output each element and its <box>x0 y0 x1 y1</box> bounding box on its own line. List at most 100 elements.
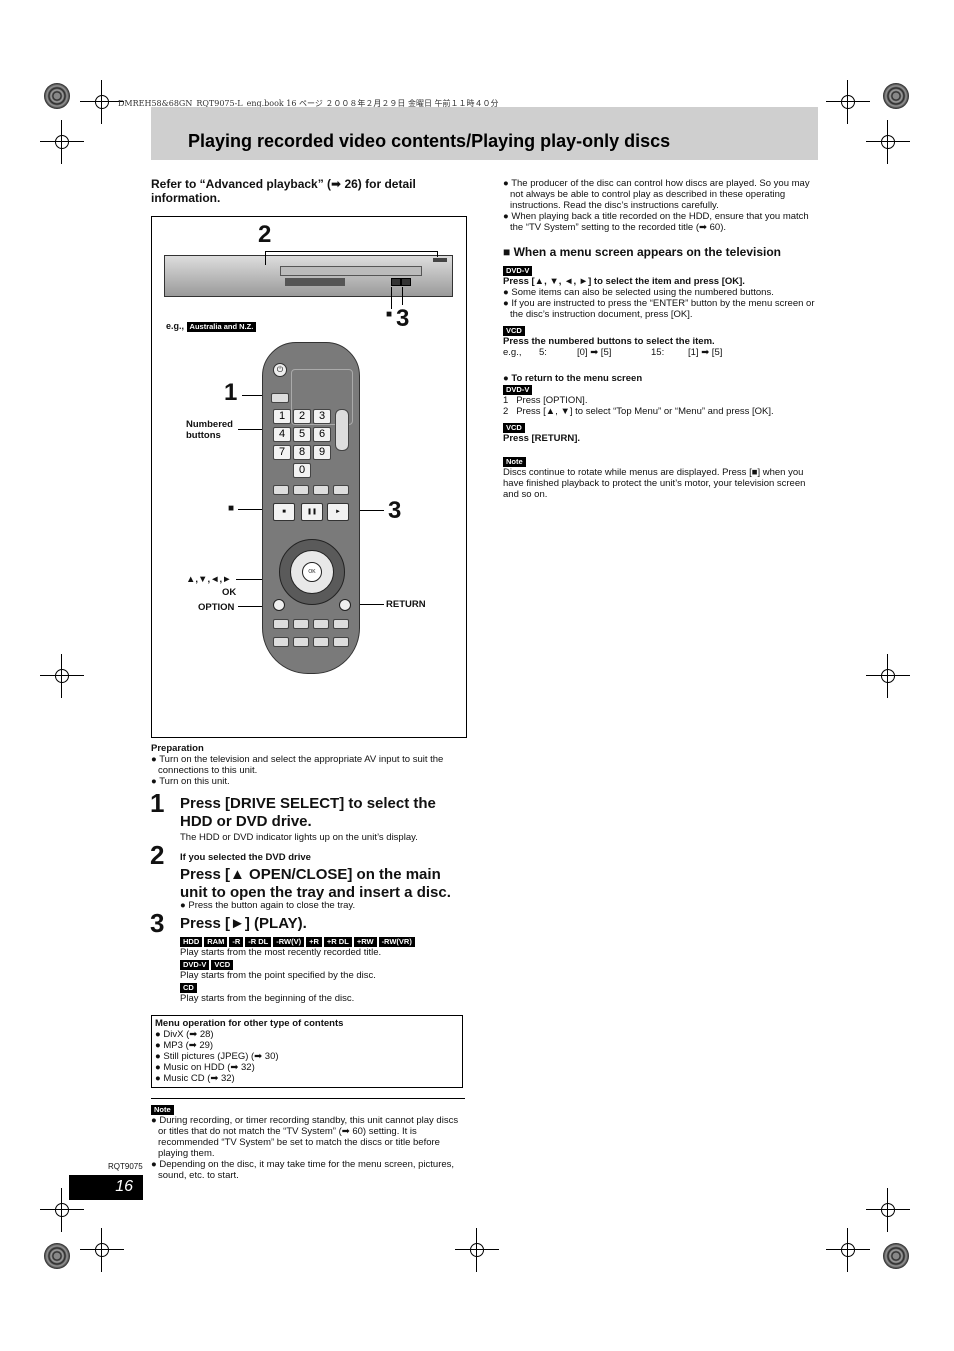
return-heading: ● To return to the menu screen <box>503 373 643 384</box>
rec-button[interactable] <box>273 637 289 647</box>
list-item: ● Turn on this unit. <box>151 776 230 787</box>
option-label: OPTION <box>198 602 235 613</box>
menu-operation-box: Menu operation for other type of content… <box>151 1015 463 1088</box>
menu-heading: ■ When a menu screen appears on the tele… <box>503 245 782 259</box>
list-item: ● MP3 (➡ 29) <box>155 1040 214 1051</box>
registration-globe-icon <box>44 1243 70 1269</box>
power-icon[interactable]: ⏻ <box>273 363 287 377</box>
numkey-4[interactable]: 4 <box>273 427 291 442</box>
registration-mark <box>866 1188 910 1232</box>
model-code: RQT9075 <box>108 1162 143 1171</box>
step1-title: Press [DRIVE SELECT] to select the HDD o… <box>180 795 436 830</box>
registration-globe-icon <box>883 83 909 109</box>
registration-mark <box>40 654 84 698</box>
print-file-line: DMREH58&68GN_RQT9075-L_eng.book 16 ページ ２… <box>118 99 499 108</box>
dvd-recorder-unit <box>164 255 453 297</box>
play-button[interactable]: ► <box>327 503 349 521</box>
page-number-box: 16 <box>69 1175 143 1200</box>
right-column: ● The producer of the disc can control h… <box>503 178 817 500</box>
note-label: Note <box>503 457 526 467</box>
region-tag: Australia and N.Z. <box>186 322 257 332</box>
registration-mark <box>80 1228 124 1272</box>
power-button-unit[interactable] <box>433 258 447 262</box>
audio-button[interactable] <box>273 619 289 629</box>
ch-rocker[interactable] <box>335 409 349 451</box>
manual-skip-button[interactable] <box>333 619 349 629</box>
registration-mark <box>80 80 124 124</box>
list-item: ● Still pictures (JPEG) (➡ 30) <box>155 1051 279 1062</box>
step-number: 1 <box>150 788 165 818</box>
list-item: ● Music on HDD (➡ 32) <box>155 1062 255 1073</box>
numkey-3[interactable]: 3 <box>313 409 331 424</box>
transport-button[interactable] <box>333 485 349 495</box>
open-close-button[interactable] <box>391 278 401 286</box>
page-number: 16 <box>115 1178 133 1195</box>
callout-1: 1 <box>224 379 238 406</box>
callout-2: 2 <box>258 221 272 248</box>
transport-button[interactable] <box>313 485 329 495</box>
step2-note: ● Press the button again to close the tr… <box>180 900 356 911</box>
numkey-7[interactable]: 7 <box>273 445 291 460</box>
list-item: ● During recording, or timer recording s… <box>151 1115 459 1159</box>
title-bar: Playing recorded video contents/Playing … <box>151 107 818 160</box>
rec-mode-button[interactable] <box>293 637 309 647</box>
status-button[interactable] <box>333 637 349 647</box>
registration-mark <box>40 120 84 164</box>
vcd-tag: VCD <box>503 326 525 336</box>
numkey-8[interactable]: 8 <box>293 445 311 460</box>
registration-mark <box>826 80 870 124</box>
registration-mark <box>866 654 910 698</box>
registration-globe-icon <box>44 83 70 109</box>
callout-3-unit: 3 <box>396 305 410 332</box>
numkey-6[interactable]: 6 <box>313 427 331 442</box>
example-line: e.g., 5: [0] ➡ [5] 15: [1] ➡ [5] <box>503 347 723 358</box>
remote-control: ⏻ 1 2 3 4 5 6 7 8 9 0 ■ ❚❚ ► OK <box>262 342 360 674</box>
pause-button[interactable]: ❚❚ <box>301 503 323 521</box>
numkey-2[interactable]: 2 <box>293 409 311 424</box>
stop-button[interactable]: ■ <box>273 503 295 521</box>
numkey-1[interactable]: 1 <box>273 409 291 424</box>
list-item: ● Turn on the television and select the … <box>151 754 444 776</box>
f-rec-button[interactable] <box>313 637 329 647</box>
preparation-heading: Preparation <box>151 743 204 754</box>
ok-label: OK <box>222 587 237 598</box>
play-button-unit[interactable] <box>401 278 411 286</box>
callout-3-remote: 3 <box>388 497 402 524</box>
list-item: ● If you are instructed to press the “EN… <box>503 298 815 320</box>
numbered-buttons-label: Numbered buttons <box>186 419 233 441</box>
return-button[interactable] <box>339 599 351 611</box>
drive-select-button[interactable] <box>271 393 289 403</box>
callout-stop-square: ■ <box>386 309 393 320</box>
transport-button[interactable] <box>293 485 309 495</box>
display-button[interactable] <box>293 619 309 629</box>
note-section: Note ● During recording, or timer record… <box>151 1104 465 1181</box>
option-button[interactable] <box>273 599 285 611</box>
disc-tags: CD <box>180 982 470 993</box>
step2-sub: If you selected the DVD drive <box>180 852 311 863</box>
step3-title: Press [►] (PLAY). <box>180 915 307 932</box>
numkey-9[interactable]: 9 <box>313 445 331 460</box>
step2-title: Press [▲ OPEN/CLOSE] on the main unit to… <box>180 866 451 901</box>
list-item: ● Depending on the disc, it may take tim… <box>151 1159 455 1181</box>
page-title: Playing recorded video contents/Playing … <box>188 131 671 151</box>
registration-mark <box>826 1228 870 1272</box>
list-item: ● Music CD (➡ 32) <box>155 1073 235 1084</box>
list-item: ● DivX (➡ 28) <box>155 1029 214 1040</box>
step-number: 2 <box>150 840 165 870</box>
create-chapter-button[interactable] <box>313 619 329 629</box>
ok-button[interactable]: OK <box>302 562 322 582</box>
registration-mark <box>866 120 910 164</box>
list-item: ● When playing back a title recorded on … <box>503 211 809 233</box>
arrows-label: ▲,▼,◄,► <box>186 574 232 585</box>
numkey-0[interactable]: 0 <box>293 463 311 478</box>
numkey-5[interactable]: 5 <box>293 427 311 442</box>
figure-box: 2 ■ 3 e.g., Australia and N.Z. 1 Numbere… <box>151 216 467 738</box>
note-text: Discs continue to rotate while menus are… <box>503 467 806 500</box>
transport-button[interactable] <box>273 485 289 495</box>
return-label: RETURN <box>386 599 426 610</box>
list-item: ● Some items can also be selected using … <box>503 287 774 298</box>
step-number: 3 <box>150 908 165 938</box>
registration-mark <box>40 1188 84 1232</box>
